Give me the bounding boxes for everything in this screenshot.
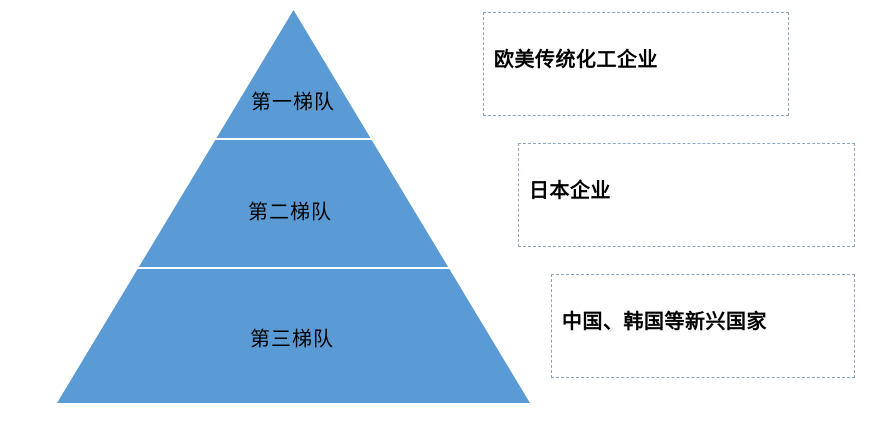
tier2-label: 第二梯队 — [248, 199, 332, 224]
callout-tier3-label: 中国、韩国等新兴国家 — [562, 309, 767, 333]
callout-box-tier2: 日本企业 — [518, 143, 855, 247]
pyramid-tier3-shape — [57, 269, 530, 403]
tier1-label: 第一梯队 — [251, 89, 335, 114]
callout-tier2-label: 日本企业 — [529, 178, 611, 202]
callout-box-tier3: 中国、韩国等新兴国家 — [551, 274, 855, 378]
callout-box-tier1: 欧美传统化工企业 — [483, 12, 789, 116]
pyramid-tier2-shape — [138, 140, 449, 267]
callout-tier1-label: 欧美传统化工企业 — [494, 47, 658, 71]
pyramid-tier1-shape — [216, 10, 371, 138]
tier3-label: 第三梯队 — [250, 326, 334, 351]
